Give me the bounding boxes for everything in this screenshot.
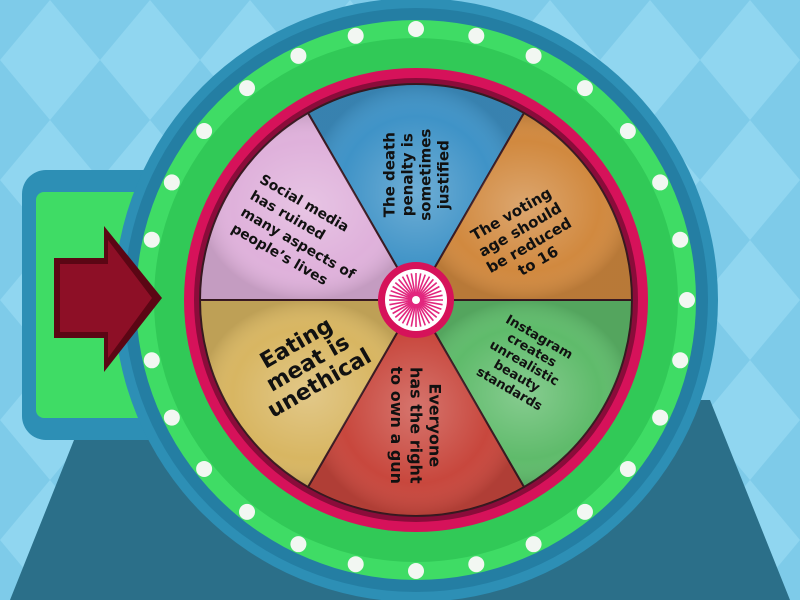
segment-label-line: The death: [380, 132, 398, 217]
segment-label-line: penalty is: [398, 133, 416, 216]
wheel-segment[interactable]: Instagramcreatesunrealisticbeautystandar…: [414, 299, 634, 489]
segment-label-line: sometimes: [416, 129, 434, 221]
rim-light: [408, 563, 424, 579]
rim-light: [347, 27, 364, 44]
rim-light: [163, 409, 180, 426]
rim-light: [239, 80, 256, 97]
segment-shade: [308, 300, 524, 516]
wheel-segment[interactable]: Everyonehas the rightto own a gun: [306, 298, 526, 517]
starburst-hub-icon[interactable]: [378, 262, 454, 338]
rim-light: [290, 47, 307, 64]
wheel-segment[interactable]: Social mediahas ruinedmany aspects ofpeo…: [198, 111, 418, 301]
segment-label-line: has the right: [406, 367, 425, 484]
segment-shade: [416, 112, 632, 301]
segment-label: Everyonehas the rightto own a gun: [387, 367, 444, 485]
segment-shade: [416, 300, 632, 488]
segment-label-line: to own a gun: [387, 367, 406, 485]
rim-light: [679, 292, 695, 308]
rim-light: [652, 174, 669, 191]
rim-light: [619, 123, 636, 140]
rim-light: [468, 27, 485, 44]
rim-light: [196, 460, 213, 477]
rim-light: [408, 21, 424, 37]
rim-light: [576, 80, 593, 97]
hub-ray: [415, 294, 443, 301]
segment-shade: [200, 112, 416, 301]
rim-light: [143, 231, 160, 248]
wheel-segment[interactable]: The deathpenalty issometimesjustified: [306, 83, 526, 302]
rim-light: [652, 409, 669, 426]
rim-light: [576, 503, 593, 520]
rim-light: [290, 536, 307, 553]
segment-label: The deathpenalty issometimesjustified: [380, 129, 452, 221]
segment-label-line: justified: [434, 140, 452, 210]
rim-light: [468, 556, 485, 573]
rim-light: [163, 174, 180, 191]
segment-label-line: Everyone: [426, 383, 445, 467]
rim-light: [619, 460, 636, 477]
rim-light: [672, 352, 689, 369]
segment-shade: [200, 300, 416, 488]
wheel-segment[interactable]: The votingage shouldbe reducedto 16: [414, 111, 634, 301]
rim-light: [525, 47, 542, 64]
rim-light: [525, 536, 542, 553]
segment-shade: [308, 83, 524, 300]
arrow-pointer-icon: [54, 226, 162, 372]
rim-light: [347, 556, 364, 573]
wheel-segments[interactable]: The deathpenalty issometimesjustifiedThe…: [198, 83, 634, 517]
rim-light: [672, 231, 689, 248]
rim-light: [239, 503, 256, 520]
rim-light: [196, 123, 213, 140]
rim-light: [143, 352, 160, 369]
